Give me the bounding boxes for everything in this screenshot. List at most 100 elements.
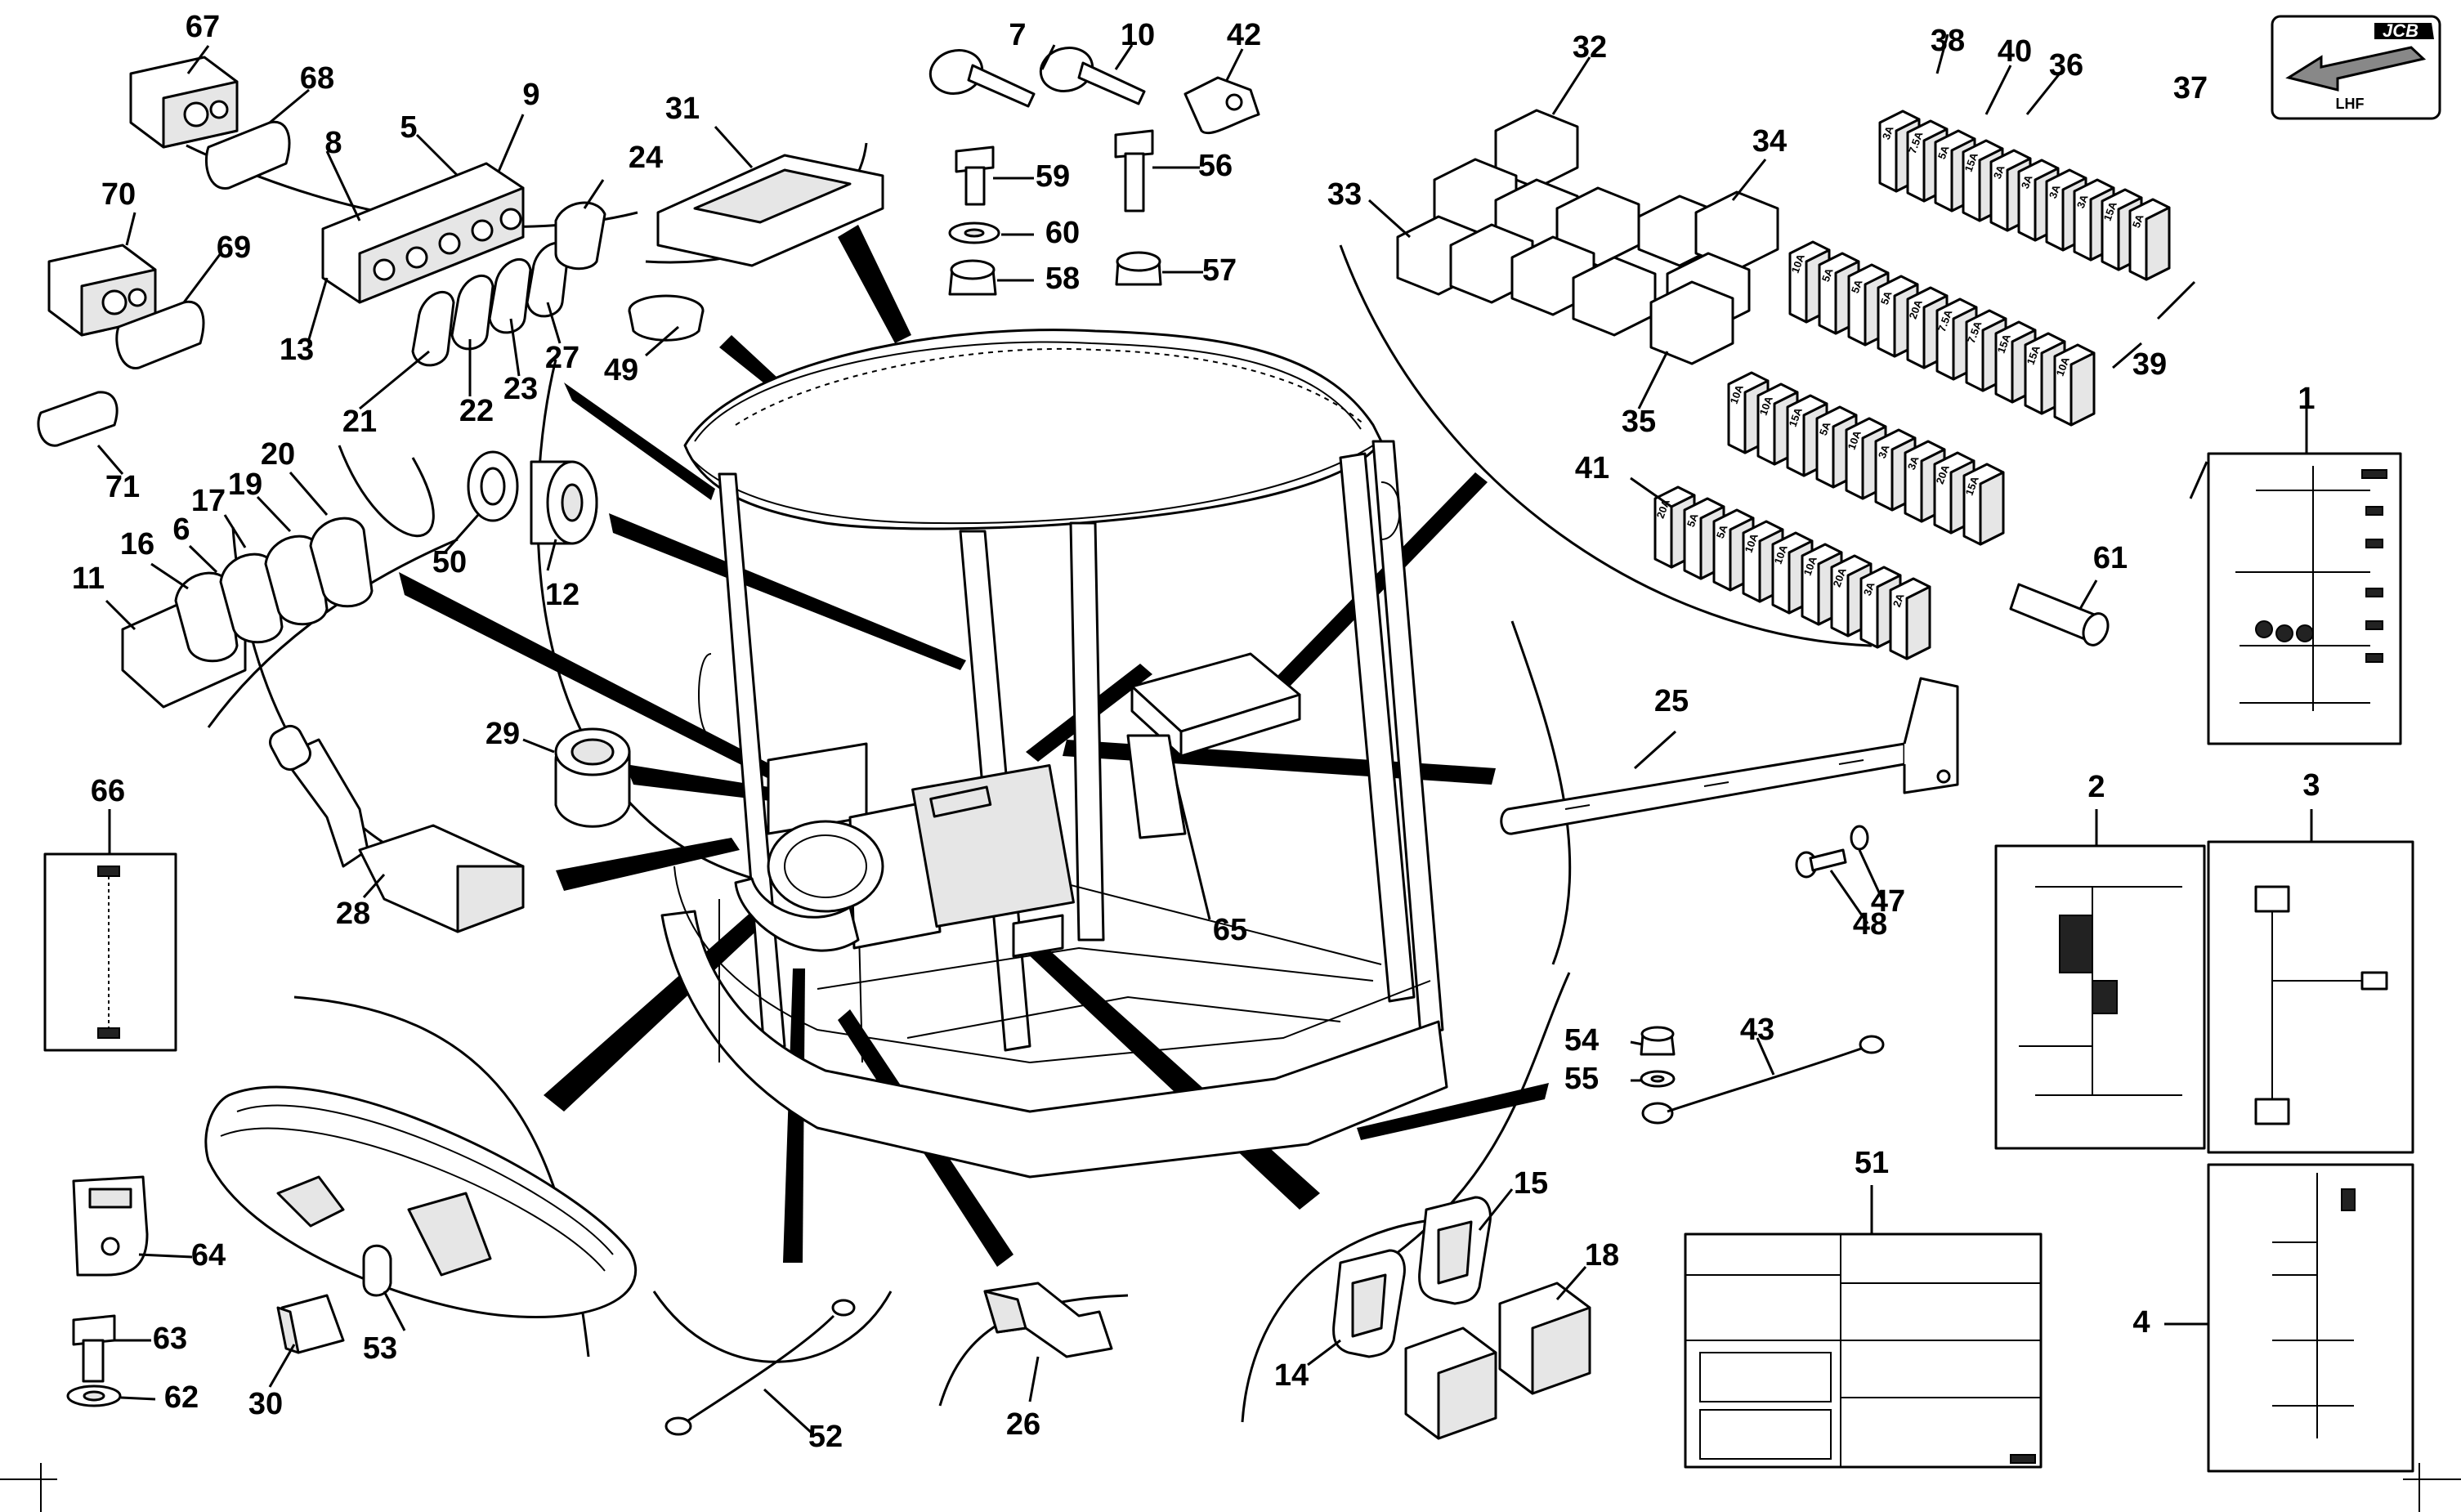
- leader-lines: [96, 34, 2313, 1436]
- callout-55: 55: [1564, 1062, 1599, 1096]
- fuse-rating: 5A: [2130, 212, 2146, 230]
- callout-16: 16: [120, 527, 154, 561]
- clip-42: [1184, 76, 1260, 135]
- bolt-59: [955, 145, 995, 206]
- washer-60: [948, 221, 1000, 244]
- callout-20: 20: [261, 437, 295, 472]
- washer-47: [1850, 825, 1869, 851]
- washer-55: [1640, 1070, 1676, 1088]
- callout-53: 53: [363, 1331, 397, 1366]
- fuse-rating: 3A: [1880, 124, 1896, 141]
- cable-52: [664, 1299, 856, 1436]
- callout-30: 30: [248, 1387, 283, 1421]
- bracket-64: [72, 1175, 149, 1277]
- fuse-rating: 3A: [1876, 443, 1892, 460]
- ignition-29: [554, 727, 631, 828]
- callout-41: 41: [1575, 451, 1609, 485]
- switch-caps: [37, 120, 291, 447]
- callout-61: 61: [2093, 541, 2128, 575]
- callout-29: 29: [485, 717, 520, 751]
- roof-console-31: [656, 154, 884, 267]
- logo-view: LHF: [2336, 96, 2365, 112]
- callout-6: 6: [172, 512, 190, 547]
- switch-67: [129, 56, 239, 149]
- fuse-rating: 5A: [1819, 266, 1836, 284]
- fuse-rating: 5A: [1714, 523, 1730, 540]
- callout-40: 40: [1998, 34, 2032, 69]
- fuse-side: [2069, 351, 2096, 427]
- harness-4: [2207, 1163, 2414, 1473]
- fuse-rating: 3A: [2047, 183, 2063, 200]
- fuse-rating: 3A: [1861, 580, 1877, 597]
- callout-3: 3: [2302, 768, 2320, 803]
- callout-67: 67: [186, 10, 220, 44]
- harness-2: [1994, 844, 2206, 1150]
- callout-21: 21: [342, 405, 377, 439]
- callout-4: 4: [2132, 1305, 2150, 1340]
- callout-19: 19: [228, 467, 262, 502]
- callout-68: 68: [300, 61, 334, 96]
- callout-2: 2: [2087, 770, 2105, 804]
- nut-58: [948, 259, 997, 296]
- callout-47: 47: [1871, 884, 1905, 919]
- callout-39: 39: [2132, 347, 2167, 382]
- grommet-50: [467, 450, 519, 522]
- callout-59: 59: [1036, 159, 1070, 194]
- callout-57: 57: [1202, 253, 1237, 288]
- logo-brand: JCB: [2383, 20, 2418, 41]
- switch-bank-8: [321, 162, 525, 304]
- callout-17: 17: [191, 484, 226, 518]
- relay-cluster: [1396, 109, 1779, 365]
- callout-69: 69: [217, 230, 251, 265]
- washer-62: [66, 1385, 122, 1407]
- callout-66: 66: [91, 774, 125, 808]
- callout-38: 38: [1931, 24, 1965, 58]
- harness-66: [43, 852, 177, 1052]
- callout-12: 12: [545, 578, 579, 612]
- switch-body-a: [1404, 1326, 1497, 1440]
- callout-31: 31: [665, 92, 700, 126]
- callout-70: 70: [101, 177, 136, 212]
- fuse-rating: 5A: [1849, 278, 1865, 295]
- callout-18: 18: [1585, 1238, 1619, 1273]
- fuse-rating: 3A: [2074, 193, 2091, 210]
- callout-43: 43: [1740, 1013, 1774, 1047]
- cable-43: [1641, 1035, 1885, 1125]
- callout-26: 26: [1006, 1407, 1040, 1442]
- fuse-side: [2145, 206, 2171, 281]
- fuse-side: [1979, 471, 2005, 546]
- pin-61: [2009, 583, 2110, 646]
- callout-1: 1: [2298, 382, 2315, 416]
- switch-14: [1332, 1249, 1406, 1358]
- callout-8: 8: [324, 126, 342, 160]
- cab-structure: [660, 329, 1448, 1179]
- bolt-48: [1795, 848, 1847, 879]
- grommet-12: [530, 460, 598, 545]
- callout-63: 63: [153, 1322, 187, 1356]
- nut-54: [1640, 1026, 1676, 1056]
- fuse-rating: 5A: [1878, 289, 1895, 306]
- callout-58: 58: [1045, 262, 1080, 296]
- callout-15: 15: [1514, 1166, 1548, 1201]
- column-switch-28: [269, 724, 525, 933]
- callout-23: 23: [503, 372, 538, 406]
- crop-marks: [0, 1463, 2461, 1512]
- cable-tie-10: [1039, 47, 1146, 105]
- callout-56: 56: [1198, 149, 1233, 183]
- nut-57: [1115, 251, 1162, 286]
- fuse-rating: 5A: [1685, 512, 1701, 529]
- callout-11: 11: [72, 561, 105, 596]
- fuse-rating: 2A: [1890, 592, 1907, 609]
- switch-15: [1418, 1196, 1492, 1305]
- fuse-side: [1905, 585, 1931, 660]
- connector-30: [276, 1294, 345, 1354]
- callout-9: 9: [522, 78, 539, 112]
- callout-50: 50: [432, 545, 467, 579]
- callout-32: 32: [1573, 30, 1607, 65]
- callout-36: 36: [2049, 48, 2083, 83]
- fuse-rating: 5A: [1935, 144, 1952, 161]
- callout-22: 22: [459, 394, 494, 428]
- fuse-rating: 5A: [1817, 420, 1833, 437]
